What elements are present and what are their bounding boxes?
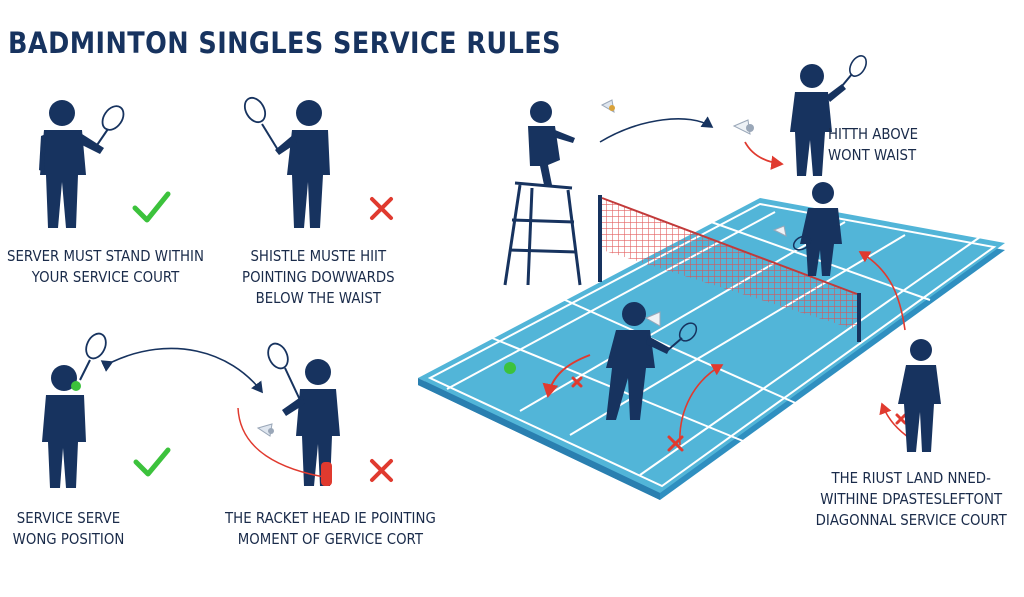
shuttle-icon xyxy=(600,99,615,113)
racket-icon xyxy=(79,332,107,381)
server-figure-1 xyxy=(39,100,104,228)
shuttle-icon xyxy=(772,225,787,237)
umpire-figure xyxy=(528,101,575,185)
swing-arc xyxy=(237,407,331,479)
shuttle-icon xyxy=(644,311,661,327)
shoe-highlight xyxy=(321,462,332,486)
caption-hit-above-waist: HITTH ABOVE WONT WAIST xyxy=(828,125,919,164)
landing-mark-icon xyxy=(504,362,516,374)
server-figure-3 xyxy=(42,365,86,488)
player-on-court xyxy=(606,302,670,420)
caption-land-diagonal: THE RIUST LAND NNED- WITHINE DPASTESLEFT… xyxy=(815,469,1007,529)
caption-racket-head: THE RACKET HEAD IE POINTING MOMENT OF GE… xyxy=(225,509,436,548)
double-arrow xyxy=(100,347,263,394)
umpire-chair xyxy=(503,181,582,286)
check-mark-icon xyxy=(133,447,171,477)
racket-icon xyxy=(841,55,867,87)
racket-icon xyxy=(94,105,125,149)
cross-mark-icon xyxy=(571,376,907,452)
server-figure-top-right xyxy=(790,64,846,176)
racket-icon xyxy=(243,96,279,151)
server-figure-4 xyxy=(282,359,340,486)
serve-direction-arrow xyxy=(679,364,724,446)
racket-icon xyxy=(792,235,812,251)
check-mark-icon xyxy=(132,191,171,223)
racket-icon xyxy=(267,342,301,401)
caption-wrong-position: SERVICE SERVE WONG POSITION xyxy=(12,509,125,548)
shuttle-icon xyxy=(732,119,754,135)
server-figure-2 xyxy=(275,100,330,228)
serve-direction-arrow xyxy=(858,251,906,331)
cross-mark-icon xyxy=(370,459,393,482)
receiver-figure xyxy=(800,182,842,276)
cross-mark-icon xyxy=(370,197,393,220)
caption-server-position: SERVER MUST STAND WITHIN YOUR SERVICE CO… xyxy=(7,247,204,286)
net xyxy=(598,195,861,342)
shuttle-icon xyxy=(71,381,81,391)
racket-icon xyxy=(667,322,698,351)
line-judge-figure xyxy=(898,339,941,452)
serve-direction-arrow xyxy=(542,354,591,398)
page-title: BADMINTON SINGLES SERVICE RULES xyxy=(8,26,561,60)
shuttle-path-arrow xyxy=(599,116,714,143)
caption-shuttle-below-waist: SHISTLE MUSTE HIIT POINTING DOWWARDS BEL… xyxy=(242,247,395,307)
shuttle-icon xyxy=(256,423,274,437)
swing-arrow xyxy=(744,141,784,170)
